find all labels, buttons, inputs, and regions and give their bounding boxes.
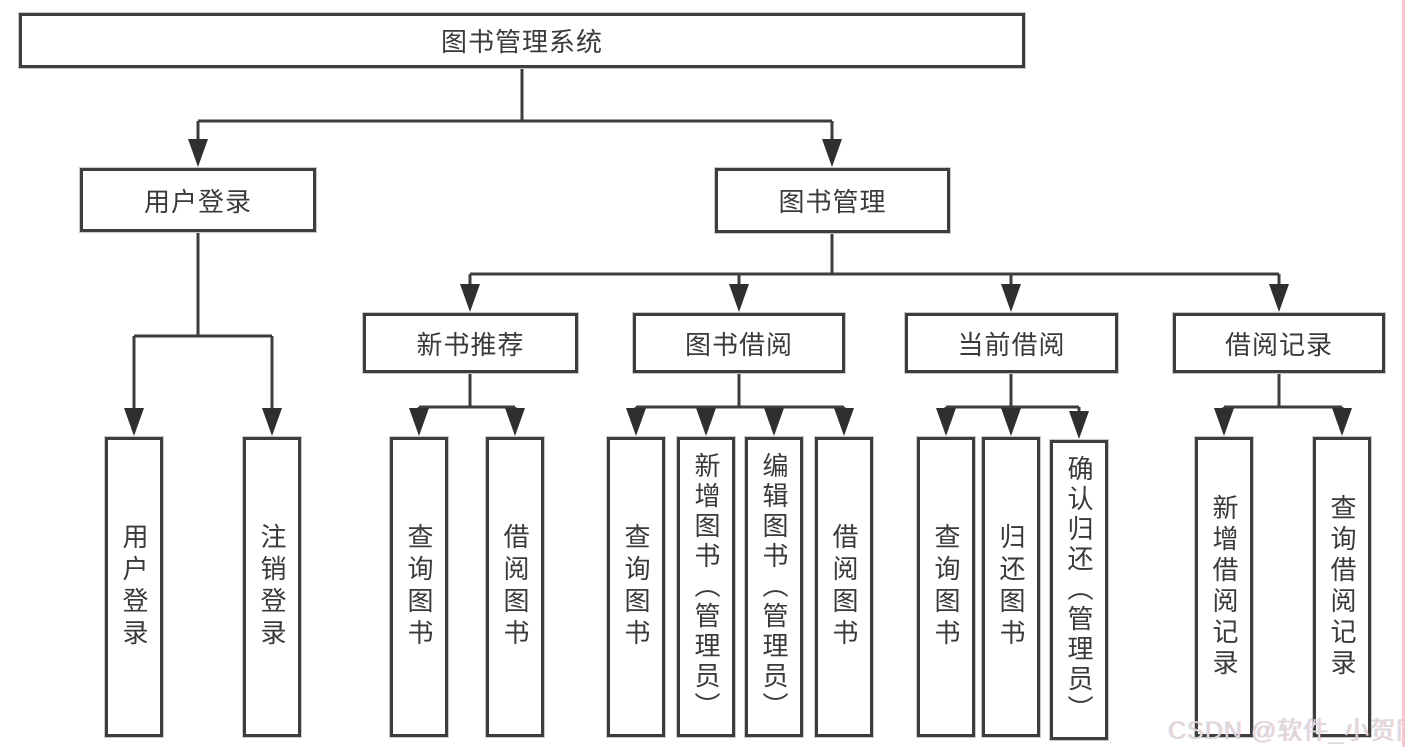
leaf-borrow-query: 查询图书	[607, 437, 665, 737]
leaf-user-login: 用户登录	[105, 437, 163, 737]
node-borrow-records-label: 借阅记录	[1224, 329, 1333, 360]
leaf-current-confirm-admin: 确认归还（管理员）	[1050, 440, 1108, 740]
leaf-records-add: 新增借阅记录	[1195, 437, 1253, 737]
arrowhead-login-leaf-1	[124, 408, 144, 436]
arrowhead-book-borrow	[729, 284, 749, 312]
arrowhead-records-leaf-1	[1214, 408, 1234, 436]
leaf-records-add-label: 新增借阅记录	[1209, 494, 1239, 680]
leaf-current-query-label: 查询图书	[931, 523, 961, 651]
arrowhead-borrow-records	[1269, 284, 1289, 312]
connector-root-to-level2	[196, 68, 834, 141]
leaf-logout-label: 注销登录	[257, 523, 287, 651]
node-book-borrow-label: 图书借阅	[684, 329, 793, 360]
node-root-system: 图书管理系统	[19, 13, 1025, 68]
leaf-borrow-query-label: 查询图书	[621, 523, 651, 651]
node-book-management: 图书管理	[715, 168, 950, 233]
node-new-book-recommend: 新书推荐	[363, 313, 578, 373]
leaf-newbook-borrow-label: 借阅图书	[500, 523, 530, 651]
arrowhead-borrow-leaf-3	[764, 408, 784, 436]
leaf-borrow-edit-admin: 编辑图书（管理员）	[745, 437, 803, 737]
leaf-current-confirm-admin-label: 确认归还（管理员）	[1064, 455, 1094, 725]
csdn-watermark: CSDN @软件_小贺同学	[1168, 717, 1405, 745]
leaf-current-return: 归还图书	[982, 437, 1040, 737]
arrowhead-current-leaf-3	[1069, 411, 1089, 439]
node-borrow-records: 借阅记录	[1173, 313, 1385, 373]
leaf-records-query-label: 查询借阅记录	[1327, 494, 1357, 680]
leaf-newbook-borrow: 借阅图书	[486, 437, 544, 737]
node-user-login: 用户登录	[80, 168, 316, 232]
node-user-login-label: 用户登录	[143, 186, 252, 217]
leaf-borrow-add-admin: 新增图书（管理员）	[677, 437, 735, 737]
connector-login-to-leaves	[132, 232, 274, 410]
arrowhead-borrow-leaf-4	[834, 408, 854, 436]
connector-management-to-level3	[468, 233, 1281, 286]
arrowhead-book-management	[822, 139, 842, 167]
node-book-management-label: 图书管理	[778, 187, 887, 217]
arrowhead-borrow-leaf-2	[696, 408, 716, 436]
leaf-records-query: 查询借阅记录	[1313, 437, 1371, 737]
arrowhead-current-borrow	[1001, 284, 1021, 312]
leaf-user-login-label: 用户登录	[119, 523, 149, 651]
connector-borrow-to-leaves	[634, 373, 846, 410]
arrowhead-new-book	[460, 284, 480, 312]
arrowhead-records-leaf-2	[1332, 408, 1352, 436]
right-edge-pink-strip	[1402, 0, 1405, 747]
leaf-current-query: 查询图书	[917, 437, 975, 737]
leaf-newbook-query-label: 查询图书	[404, 523, 434, 651]
leaf-borrow-edit-admin-label: 编辑图书（管理员）	[759, 452, 789, 722]
arrowhead-current-leaf-1	[936, 408, 956, 436]
arrowhead-user-login	[188, 139, 208, 167]
arrowhead-newbook-leaf-1	[409, 408, 429, 436]
arrowhead-borrow-leaf-1	[626, 408, 646, 436]
leaf-borrow-borrow-label: 借阅图书	[829, 523, 859, 651]
node-book-borrow: 图书借阅	[633, 313, 845, 373]
node-new-book-recommend-label: 新书推荐	[416, 329, 525, 360]
arrowhead-current-leaf-2	[1001, 408, 1021, 436]
connector-newbook-to-leaves	[417, 373, 517, 410]
connector-records-to-leaves	[1222, 373, 1344, 410]
leaf-logout: 注销登录	[243, 437, 301, 737]
arrowhead-newbook-leaf-2	[505, 408, 525, 436]
arrowhead-login-leaf-2	[262, 408, 282, 436]
connector-current-to-leaves	[944, 373, 1081, 413]
leaf-borrow-borrow: 借阅图书	[815, 437, 873, 737]
node-root-label: 图书管理系统	[440, 27, 603, 57]
leaf-current-return-label: 归还图书	[996, 523, 1026, 651]
leaf-borrow-add-admin-label: 新增图书（管理员）	[691, 452, 721, 722]
node-current-borrow-label: 当前借阅	[957, 329, 1066, 360]
node-current-borrow: 当前借阅	[905, 313, 1118, 373]
leaf-newbook-query: 查询图书	[390, 437, 448, 737]
